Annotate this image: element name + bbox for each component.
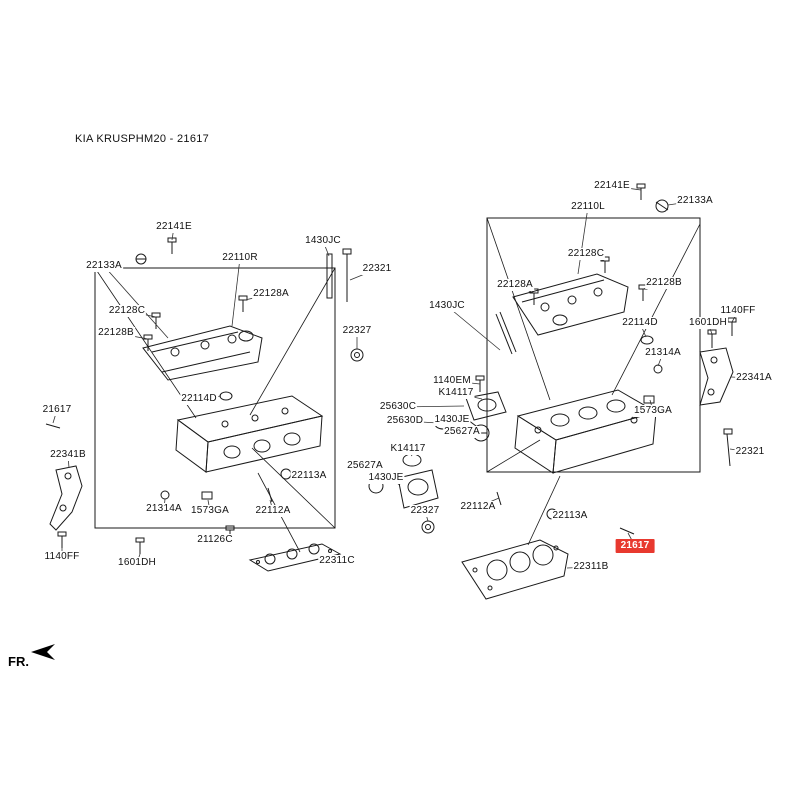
part-label-25630C[interactable]: 25630C (378, 401, 418, 413)
part-label-22133A[interactable]: 22133A (85, 260, 123, 272)
leader-line-22133A (103, 265, 169, 339)
part-label-21617[interactable]: 21617 (41, 404, 73, 416)
right-fasteners-and-seals (495, 183, 737, 535)
part-label-22327[interactable]: 22327 (341, 325, 373, 337)
part-label-1601DH[interactable]: 1601DH (117, 557, 157, 569)
assembly-reference-lines (94, 217, 701, 553)
page-title: KIA KRUSPHM20 - 21617 (75, 133, 210, 145)
part-label-22110L[interactable]: 22110L (570, 201, 606, 213)
part-label-22321[interactable]: 22321 (361, 263, 393, 275)
part-label-1573GA[interactable]: 1573GA (190, 505, 230, 517)
part-label-21617-highlighted[interactable]: 21617 (615, 539, 655, 553)
bracket-22341B (49, 465, 83, 531)
part-label-22327[interactable]: 22327 (409, 505, 441, 517)
part-label-21314A[interactable]: 21314A (145, 503, 183, 515)
front-direction-marker: FR. (8, 642, 68, 672)
part-label-22321[interactable]: 22321 (734, 446, 766, 458)
left-cylinder-head (175, 395, 324, 473)
part-label-1430JE[interactable]: 1430JE (367, 472, 405, 484)
part-label-22128A[interactable]: 22128A (252, 288, 290, 300)
part-label-22341A[interactable]: 22341A (735, 372, 773, 384)
leader-line-22110R (231, 257, 241, 327)
part-label-1601DH[interactable]: 1601DH (688, 317, 728, 329)
right-cylinder-head (514, 389, 658, 474)
part-label-22114D[interactable]: 22114D (180, 393, 218, 405)
right-head-gasket-22311B (461, 539, 569, 600)
fr-label: FR. (8, 654, 29, 669)
part-label-25627A[interactable]: 25627A (346, 460, 384, 472)
part-label-22112A[interactable]: 22112A (459, 501, 497, 513)
part-label-22128C[interactable]: 22128C (566, 248, 606, 260)
part-label-22113A[interactable]: 22113A (290, 470, 328, 482)
right-rocker-cover (512, 273, 629, 336)
part-label-22133A[interactable]: 22133A (676, 195, 714, 207)
part-label-1430JE[interactable]: 1430JE (433, 414, 471, 426)
part-label-22128C[interactable]: 22128C (107, 305, 147, 317)
part-label-22128B[interactable]: 22128B (645, 277, 683, 289)
part-label-25630D[interactable]: 25630D (385, 415, 425, 427)
part-label-K14117[interactable]: K14117 (389, 443, 427, 455)
bracket-22341A (699, 347, 734, 406)
group-boxes (94, 217, 701, 529)
fr-direction-arrow-icon (31, 644, 55, 660)
part-label-22112A[interactable]: 22112A (254, 505, 292, 517)
part-label-1430JC[interactable]: 1430JC (428, 300, 466, 312)
part-label-21314A[interactable]: 21314A (644, 347, 682, 359)
part-label-22341B[interactable]: 22341B (49, 449, 87, 461)
right-assembly-box (486, 217, 701, 473)
part-label-1140EM[interactable]: 1140EM (432, 375, 472, 387)
part-label-22113A[interactable]: 22113A (551, 510, 589, 522)
part-label-1573GA[interactable]: 1573GA (633, 405, 673, 417)
part-label-22141E[interactable]: 22141E (155, 221, 193, 233)
left-rocker-cover (142, 325, 263, 381)
part-label-22110R[interactable]: 22110R (221, 252, 259, 264)
part-label-1140FF[interactable]: 1140FF (719, 305, 757, 317)
part-label-1430JC[interactable]: 1430JC (304, 235, 342, 247)
part-label-22311B[interactable]: 22311B (572, 561, 610, 573)
part-label-1140FF[interactable]: 1140FF (43, 551, 81, 563)
part-label-21126C[interactable]: 21126C (196, 534, 234, 546)
part-label-22114D[interactable]: 22114D (621, 317, 659, 329)
leader-line-1430JC (446, 305, 501, 351)
part-label-25627A[interactable]: 25627A (443, 426, 481, 438)
left-assembly-box (94, 267, 336, 529)
part-label-22141E[interactable]: 22141E (593, 180, 631, 192)
part-label-22311C[interactable]: 22311C (318, 555, 356, 567)
leader-line-22110L (577, 206, 589, 275)
part-label-22128A[interactable]: 22128A (496, 279, 534, 291)
left-head-gasket-22311C (248, 543, 342, 572)
part-label-K14117[interactable]: K14117 (437, 387, 475, 399)
part-label-22128B[interactable]: 22128B (97, 327, 135, 339)
